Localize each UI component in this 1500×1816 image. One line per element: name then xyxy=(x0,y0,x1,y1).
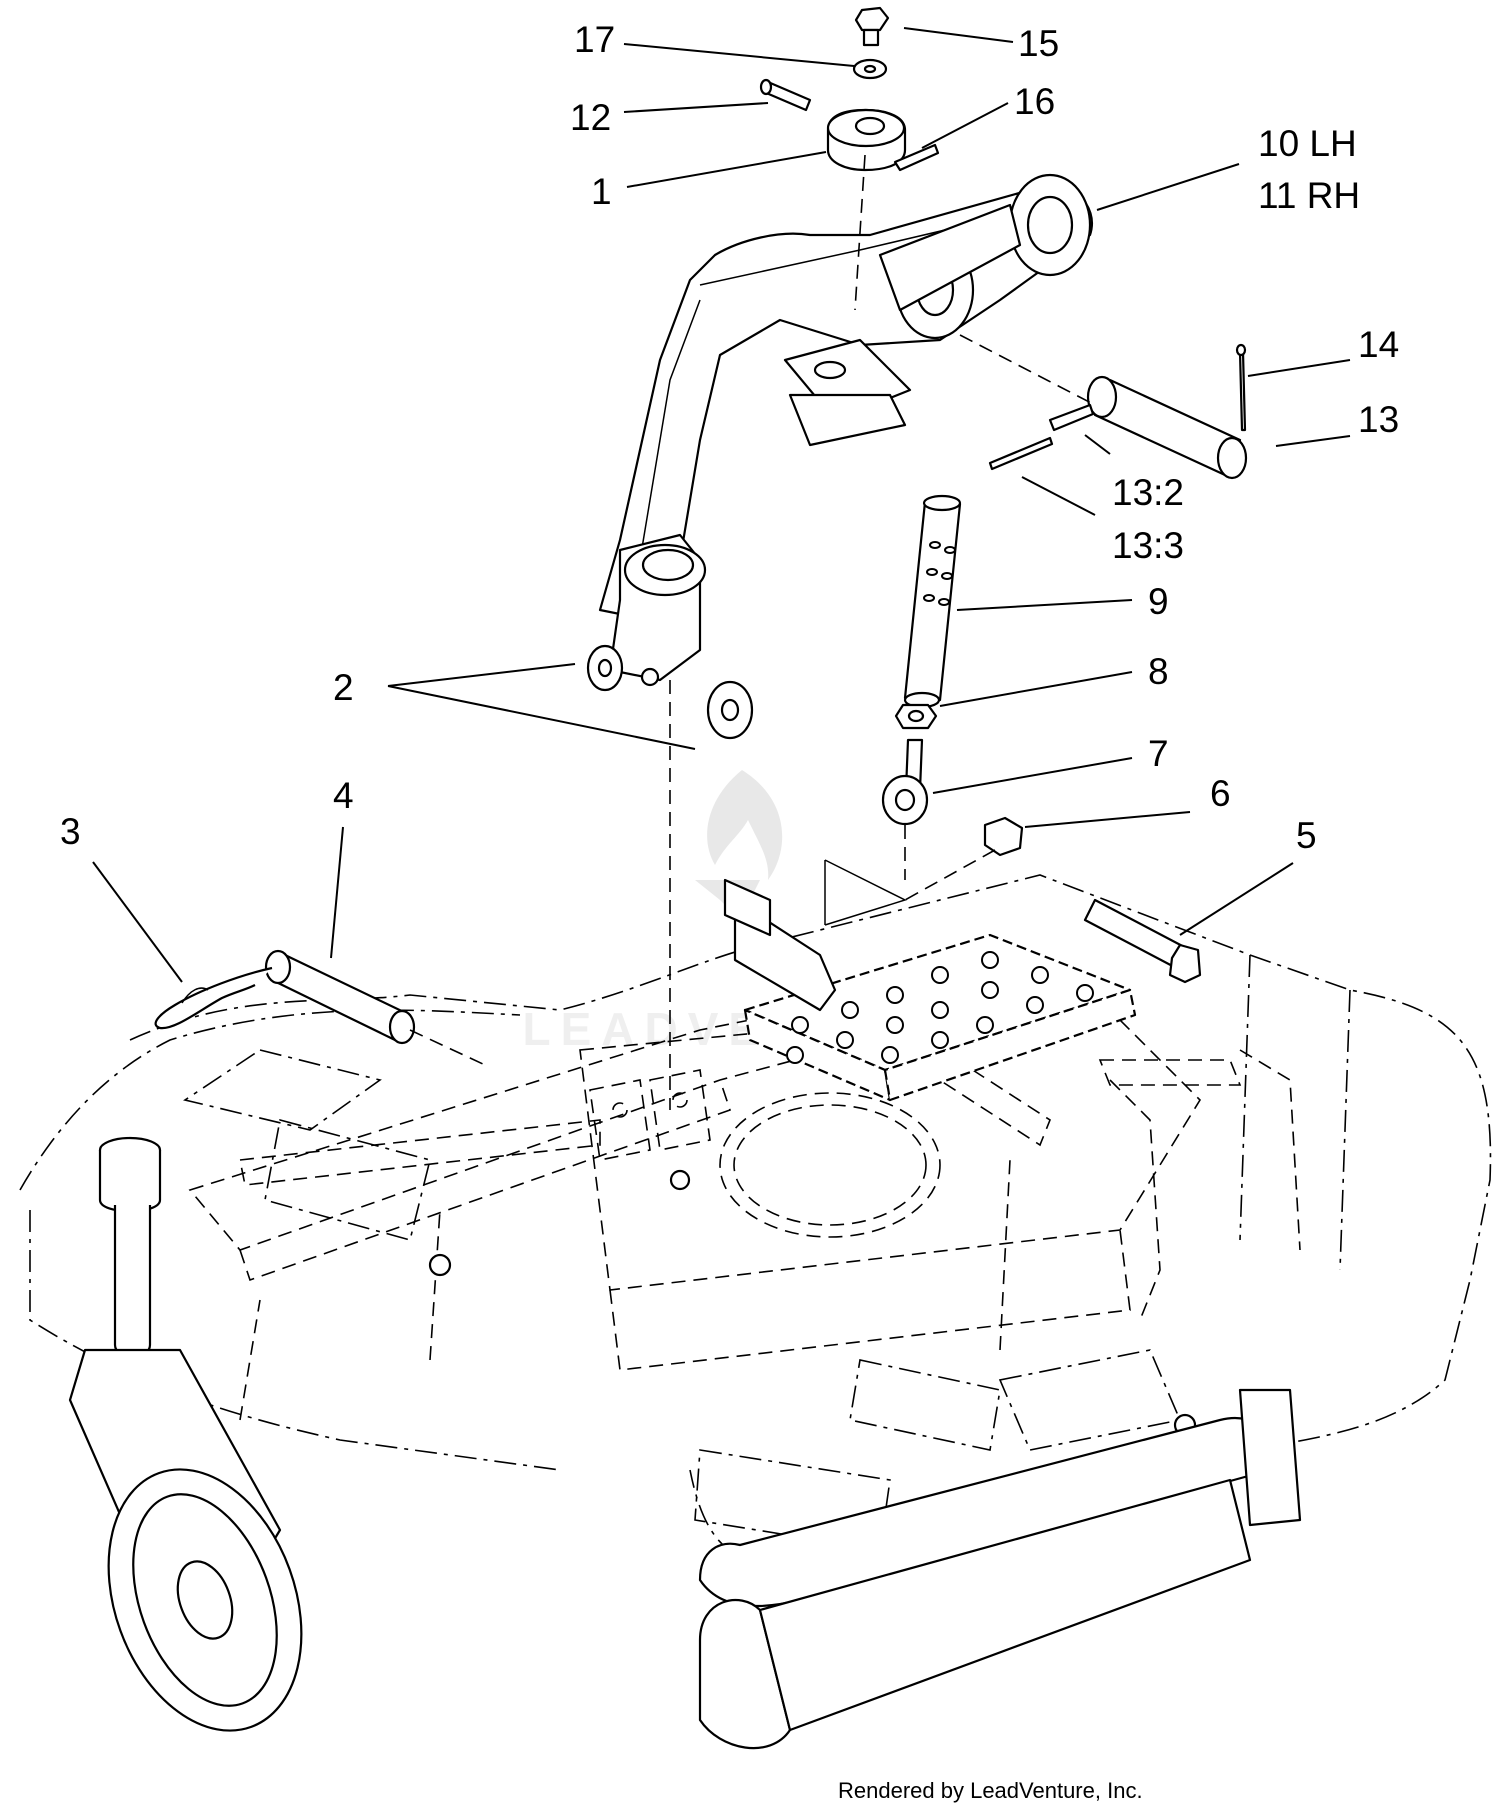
callout-16: 16 xyxy=(1014,81,1055,122)
callout-11-rh: 11 RH xyxy=(1258,175,1360,216)
callout-9: 9 xyxy=(1148,581,1169,622)
footer-credit: Rendered by LeadVenture, Inc. xyxy=(838,1778,1143,1803)
part-12-pin xyxy=(759,78,812,112)
callout-7: 7 xyxy=(1148,733,1169,774)
callout-1: 1 xyxy=(591,171,612,212)
callout-10-lh: 10 LH xyxy=(1258,123,1357,164)
part-16-clip xyxy=(893,143,940,172)
part-17-washer xyxy=(852,58,888,80)
part-13-2-spring-pin xyxy=(1048,403,1095,432)
part-8-nut xyxy=(894,703,938,730)
lift-arm xyxy=(598,173,1093,682)
callout-3: 3 xyxy=(60,811,81,852)
part-15-bolt xyxy=(854,6,890,47)
part-4-pin xyxy=(264,949,416,1045)
leader-lines xyxy=(92,27,1351,983)
callout-8: 8 xyxy=(1148,651,1169,692)
callout-13: 13 xyxy=(1358,399,1399,440)
callout-17: 17 xyxy=(574,19,615,60)
part-2-washers xyxy=(586,644,754,740)
part-3-hair-pin xyxy=(154,966,273,1030)
assembly-lines xyxy=(409,154,1096,1110)
callout-12: 12 xyxy=(570,97,611,138)
part-14-cotter-pin xyxy=(1235,343,1247,432)
caster-wheel xyxy=(68,1136,303,1732)
callout-6: 6 xyxy=(1210,773,1231,814)
part-7-rod-end xyxy=(881,738,929,826)
part-13-rod xyxy=(1086,375,1248,480)
callout-4: 4 xyxy=(333,775,354,816)
callout-13-2: 13:2 xyxy=(1112,472,1184,513)
part-1-collar xyxy=(826,108,907,172)
callout-14: 14 xyxy=(1358,324,1399,365)
callout-2: 2 xyxy=(333,667,354,708)
part-6-nut xyxy=(983,816,1024,857)
callout-13-3: 13:3 xyxy=(1112,525,1184,566)
callout-15: 15 xyxy=(1018,23,1059,64)
part-13-3-pin xyxy=(988,436,1054,471)
platform-holes xyxy=(786,951,1094,1064)
part-9-tube xyxy=(903,494,962,709)
mower-deck xyxy=(19,874,1492,1750)
callout-labels: 17 15 12 16 1 10 LH 11 RH 14 13 13:2 13:… xyxy=(60,19,1399,856)
callout-5: 5 xyxy=(1296,815,1317,856)
part-5-bolt xyxy=(1083,898,1202,984)
